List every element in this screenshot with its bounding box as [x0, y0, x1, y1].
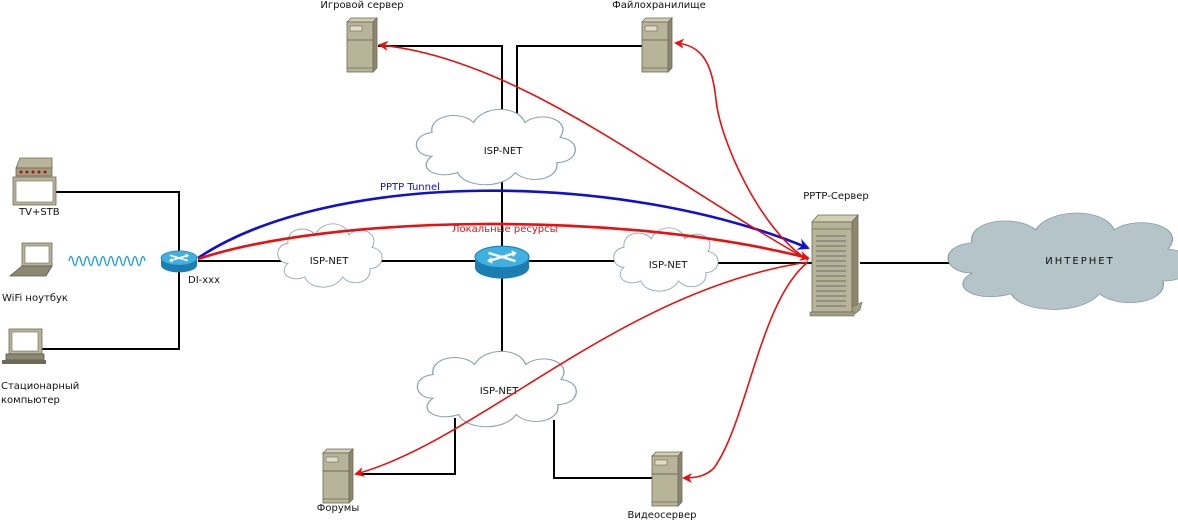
router-dixxx-label: DI-xxx	[188, 275, 220, 286]
pptp-tunnel-label: PPTP Tunnel	[380, 182, 440, 193]
route-to-storage	[674, 38, 809, 261]
desktop-label-line2: компьютер	[1, 395, 60, 406]
wire-bottom-cloud-forums	[356, 418, 456, 475]
route-to-video	[682, 261, 809, 483]
cloud-internet-label: ИНТЕРНЕТ	[1045, 256, 1114, 267]
server-game-label: Игровой сервер	[320, 0, 403, 11]
local-resources-arrow	[197, 222, 810, 261]
desktop-label-line1: Стационарный	[1, 381, 79, 392]
wire-top-cloud-game	[378, 45, 503, 114]
route-to-game-server	[378, 40, 809, 261]
tv-stb-label: TV+STB	[18, 207, 60, 218]
local-resources-label: Локальные ресурсы	[452, 224, 558, 235]
cloud-isp-bottom-label: ISP-NET	[480, 386, 520, 397]
pptp-server-icon	[809, 213, 863, 317]
cloud-isp-right-label: ISP-NET	[649, 260, 689, 271]
wireless-signal-icon	[68, 255, 146, 267]
server-video-icon	[651, 451, 683, 507]
server-storage-icon	[641, 17, 673, 73]
server-storage-label: Файлохранилище	[612, 0, 706, 11]
server-game-icon	[346, 17, 378, 73]
tv-stb-icon	[12, 157, 57, 206]
desktop-computer-icon	[2, 328, 46, 364]
cloud-isp-top-label: ISP-NET	[484, 146, 524, 157]
pptp-tunnel-arrow	[197, 189, 810, 260]
pptp-server-label: PPTP-Сервер	[803, 191, 868, 202]
laptop-label: WiFi ноутбук	[2, 293, 68, 304]
wire-tv	[42, 191, 180, 350]
wires	[42, 45, 968, 479]
wire-bottom-cloud-video	[553, 420, 652, 479]
server-forums-label: Форумы	[317, 503, 359, 514]
router-core-icon	[473, 244, 531, 280]
traffic-paths	[197, 38, 810, 483]
server-forums-icon	[322, 448, 354, 504]
cloud-isp-left-label: ISP-NET	[310, 256, 350, 267]
server-video-label: Видеосервер	[628, 510, 697, 521]
laptop-icon	[8, 242, 53, 277]
router-dixxx-icon	[160, 249, 198, 274]
wire-top-cloud-storage	[516, 45, 642, 114]
route-to-forums	[354, 261, 809, 477]
